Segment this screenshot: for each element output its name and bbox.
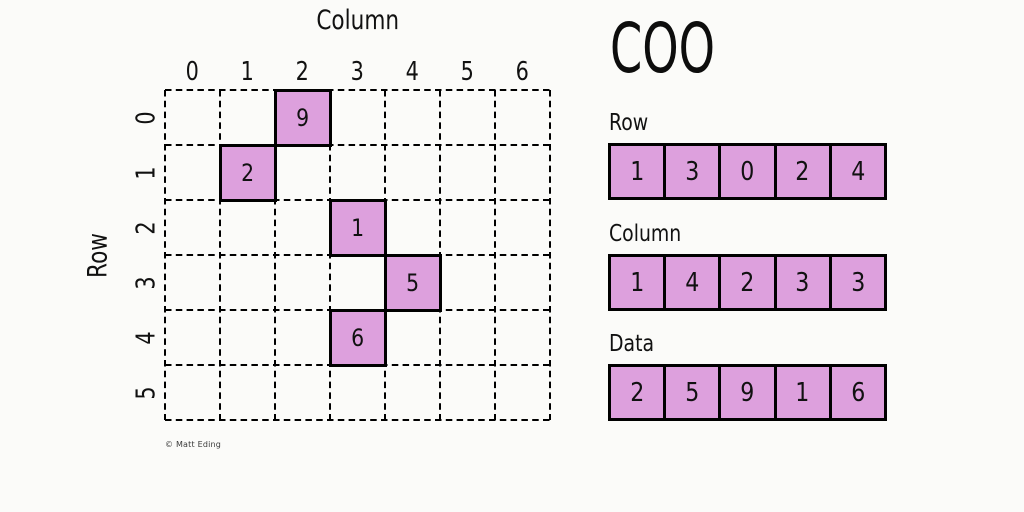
row-axis-title: Row — [82, 90, 114, 420]
matrix-cell-value: 9 — [296, 103, 309, 132]
row-tick-2: 2 — [131, 200, 161, 255]
matrix-cell-r0-c2: 9 — [273, 88, 332, 147]
array-cell-value: 3 — [685, 156, 700, 187]
column-array-cell-3: 3 — [773, 254, 832, 311]
data-array-cell-0: 2 — [608, 364, 667, 421]
array-cell-value: 4 — [685, 267, 700, 298]
coo-format-title-text: COO — [610, 9, 716, 89]
array-cell-value: 1 — [630, 156, 645, 187]
row-array-cell-3: 2 — [773, 143, 832, 200]
column-array-cell-2: 2 — [718, 254, 777, 311]
column-tick-text: 3 — [350, 57, 365, 87]
array-cell-value: 0 — [740, 156, 755, 187]
row-tick-text: 4 — [130, 330, 161, 345]
array-cell-value: 1 — [630, 267, 645, 298]
column-tick-5: 5 — [440, 58, 495, 86]
array-cell-value: 4 — [850, 156, 865, 187]
row-axis-title-text: Row — [82, 232, 114, 278]
row-array-label: Row — [609, 110, 657, 136]
matrix-cell-r3-c4: 5 — [383, 253, 442, 312]
array-cell-value: 3 — [795, 267, 810, 298]
column-tick-4: 4 — [385, 58, 440, 86]
data-array-cell-1: 5 — [663, 364, 722, 421]
data-array-cell-4: 6 — [828, 364, 888, 421]
row-array: 1 3 0 2 4 — [608, 143, 888, 200]
row-tick-text: 2 — [130, 220, 161, 235]
column-tick-text: 6 — [515, 57, 530, 87]
column-tick-0: 0 — [165, 58, 220, 86]
column-tick-text: 2 — [295, 57, 310, 87]
row-array-cell-4: 4 — [828, 143, 888, 200]
row-array-cell-2: 0 — [718, 143, 777, 200]
column-array-cell-1: 4 — [663, 254, 722, 311]
column-array: 1 4 2 3 3 — [608, 254, 888, 311]
data-array-cell-3: 1 — [773, 364, 832, 421]
column-array-cell-0: 1 — [608, 254, 667, 311]
matrix-cells-layer: 9 2 1 5 6 — [165, 88, 550, 420]
row-array-cell-0: 1 — [608, 143, 667, 200]
column-tick-text: 5 — [460, 57, 475, 87]
array-cell-value: 2 — [795, 156, 810, 187]
column-array-cell-4: 3 — [828, 254, 888, 311]
column-axis-title-text: Column — [316, 5, 399, 36]
column-tick-text: 4 — [405, 57, 420, 87]
matrix-cell-value: 1 — [351, 213, 364, 242]
array-cell-value: 2 — [740, 267, 755, 298]
row-tick-4: 4 — [131, 310, 161, 365]
coo-format-title: COO — [610, 15, 767, 84]
matrix-cell-value: 2 — [241, 158, 254, 187]
row-tick-0: 0 — [131, 90, 161, 145]
matrix-cell-value: 5 — [406, 268, 419, 297]
column-tick-6: 6 — [495, 58, 550, 86]
array-cell-value: 9 — [740, 377, 755, 408]
column-tick-2: 2 — [275, 58, 330, 86]
row-tick-text: 0 — [130, 110, 161, 125]
matrix-cell-r4-c3: 6 — [328, 308, 387, 367]
data-array: 2 5 9 1 6 — [608, 364, 888, 421]
array-label-text: Column — [609, 221, 682, 247]
column-array-label: Column — [609, 221, 697, 247]
matrix-cell-value: 6 — [351, 323, 364, 352]
array-cell-value: 2 — [630, 377, 645, 408]
array-cell-value: 3 — [850, 267, 865, 298]
row-tick-text: 5 — [130, 385, 161, 400]
column-tick-3: 3 — [330, 58, 385, 86]
row-tick-text: 3 — [130, 275, 161, 290]
array-cell-value: 1 — [795, 377, 810, 408]
credit-text: © Matt Eding — [165, 440, 222, 449]
data-array-cell-2: 9 — [718, 364, 777, 421]
array-label-text: Row — [609, 110, 649, 136]
matrix-cell-r1-c1: 2 — [218, 143, 277, 202]
array-label-text: Data — [609, 331, 655, 357]
row-tick-3: 3 — [131, 255, 161, 310]
row-tick-1: 1 — [131, 145, 161, 200]
row-tick-5: 5 — [131, 365, 161, 420]
row-tick-text: 1 — [130, 165, 161, 180]
array-cell-value: 6 — [850, 377, 865, 408]
data-array-label: Data — [609, 331, 664, 357]
column-tick-text: 0 — [185, 57, 200, 87]
column-tick-text: 1 — [240, 57, 255, 87]
column-tick-1: 1 — [220, 58, 275, 86]
column-axis-title: Column — [165, 6, 550, 36]
matrix-cell-r2-c3: 1 — [328, 198, 387, 257]
row-array-cell-1: 3 — [663, 143, 722, 200]
array-cell-value: 5 — [685, 377, 700, 408]
